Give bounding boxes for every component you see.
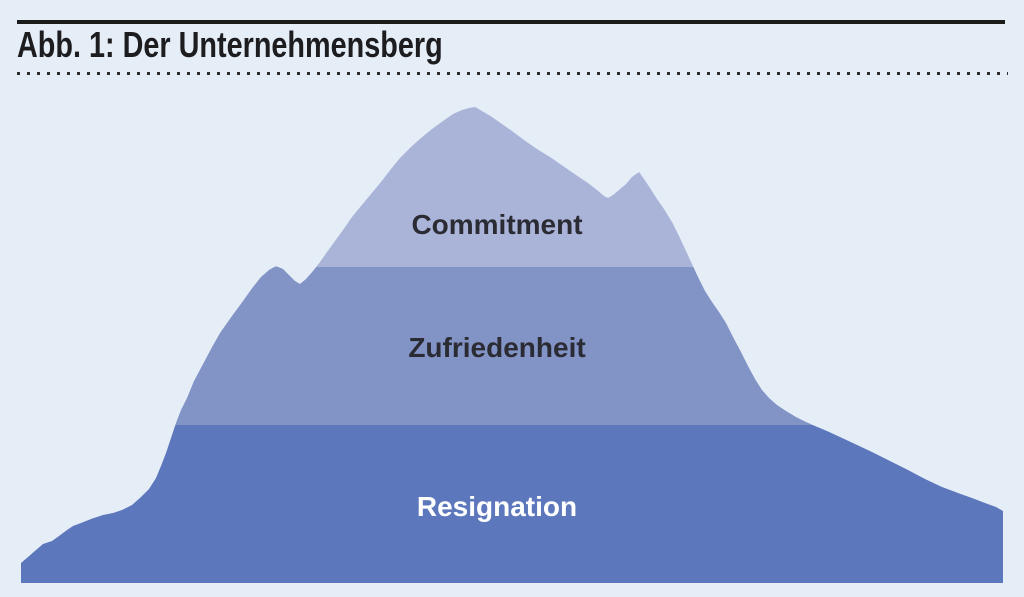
- label-commitment: Commitment: [411, 209, 582, 240]
- dotted-rule: [17, 72, 1008, 75]
- label-zufriedenheit: Zufriedenheit: [408, 332, 585, 363]
- figure-title: Abb. 1: Der Unternehmensberg: [17, 24, 443, 65]
- label-resignation: Resignation: [417, 491, 577, 522]
- top-rule: [17, 20, 1005, 24]
- band-resignation: [21, 425, 1003, 583]
